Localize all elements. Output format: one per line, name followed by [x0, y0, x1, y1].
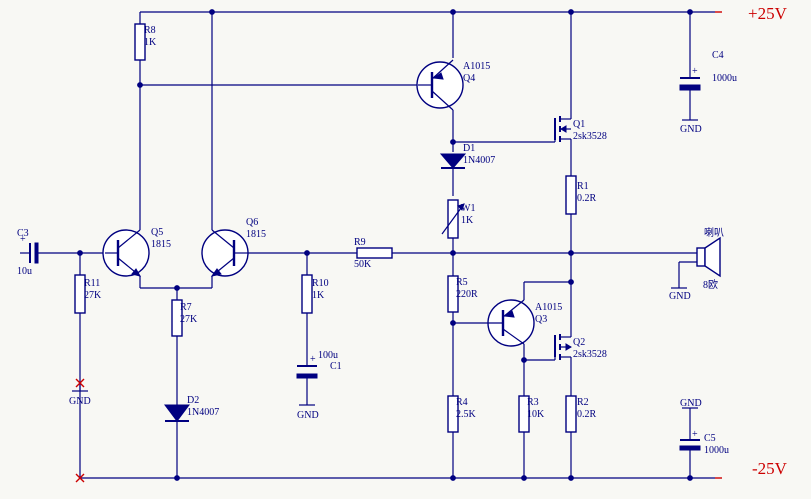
svg-text:A1015: A1015: [535, 302, 562, 313]
transistor-q4: A1015 Q4: [416, 59, 490, 111]
svg-text:W1: W1: [461, 203, 475, 214]
ground-symbol-bottom-x: [75, 473, 85, 483]
resistor-r10: R10 1K: [301, 274, 329, 314]
svg-text:50K: 50K: [354, 259, 372, 270]
svg-text:R5: R5: [456, 277, 468, 288]
svg-text:Q1: Q1: [573, 119, 585, 130]
svg-text:喇叭: 喇叭: [704, 227, 724, 239]
svg-text:GND: GND: [297, 410, 319, 421]
svg-text:220R: 220R: [456, 289, 478, 300]
ground-symbol-c1: GND: [297, 404, 319, 421]
transistor-q6: Q6 1815: [201, 217, 266, 277]
svg-text:+: +: [692, 66, 698, 77]
svg-text:R1: R1: [577, 181, 589, 192]
svg-text:2sk3528: 2sk3528: [573, 349, 607, 360]
svg-text:10K: 10K: [527, 409, 545, 420]
svg-text:+: +: [20, 234, 26, 245]
transistor-q5: Q5 1815: [102, 227, 171, 277]
svg-text:R3: R3: [527, 397, 539, 408]
negative-rail-label: -25V: [752, 459, 788, 478]
svg-text:2.5K: 2.5K: [456, 409, 477, 420]
speaker: 喇叭 8欧: [660, 227, 724, 291]
resistor-r5: R5 220R: [447, 275, 478, 313]
svg-text:0.2R: 0.2R: [577, 193, 597, 204]
svg-text:R10: R10: [312, 278, 329, 289]
resistor-r9: R9 50K: [354, 237, 393, 270]
svg-text:1N4007: 1N4007: [463, 155, 495, 166]
svg-text:1K: 1K: [312, 290, 325, 301]
capacitor-c5: + C5 1000u: [679, 429, 729, 456]
svg-text:2sk3528: 2sk3528: [573, 131, 607, 142]
mosfet-q1: Q1 2sk3528: [554, 113, 607, 145]
svg-text:C3: C3: [17, 228, 29, 239]
svg-text:R8: R8: [144, 25, 156, 36]
svg-text:Q3: Q3: [535, 314, 547, 325]
svg-text:27K: 27K: [180, 314, 198, 325]
junction-dots: [77, 9, 693, 481]
resistor-r11: R11 27K: [74, 274, 102, 314]
resistor-r2: R2 0.2R: [565, 395, 597, 433]
svg-text:1000u: 1000u: [704, 445, 729, 456]
svg-text:1K: 1K: [144, 37, 157, 48]
capacitor-c4: + C4 1000u: [679, 50, 737, 91]
ground-symbol-c4: GND: [680, 119, 702, 135]
resistor-r7: R7 27K: [171, 299, 198, 337]
diode-d1: D1 1N4007: [439, 143, 495, 169]
transistor-q3: A1015 Q3: [486, 282, 562, 347]
ground-symbol-input: GND: [69, 378, 91, 407]
svg-text:1815: 1815: [246, 229, 266, 240]
svg-text:R2: R2: [577, 397, 589, 408]
svg-text:1K: 1K: [461, 215, 474, 226]
wires: [20, 11, 722, 479]
svg-text:R11: R11: [84, 278, 100, 289]
svg-text:GND: GND: [680, 124, 702, 135]
capacitor-c3: + C3 10u: [17, 228, 39, 277]
svg-text:C1: C1: [330, 361, 342, 372]
svg-text:C5: C5: [704, 433, 716, 444]
svg-text:GND: GND: [669, 291, 691, 302]
svg-text:100u: 100u: [318, 350, 338, 361]
svg-text:1815: 1815: [151, 239, 171, 250]
resistor-r8: R8 1K: [134, 23, 157, 61]
ground-symbol-speaker: GND: [669, 287, 691, 302]
svg-text:Q6: Q6: [246, 217, 258, 228]
ground-symbol-c5: GND: [680, 398, 702, 409]
capacitor-c1: + 100u C1: [296, 350, 342, 379]
resistor-r4: R4 2.5K: [447, 395, 477, 433]
svg-text:1000u: 1000u: [712, 73, 737, 84]
svg-text:GND: GND: [69, 396, 91, 407]
svg-text:Q2: Q2: [573, 337, 585, 348]
svg-text:R9: R9: [354, 237, 366, 248]
svg-text:+: +: [310, 354, 316, 365]
svg-text:GND: GND: [680, 398, 702, 409]
svg-text:C4: C4: [712, 50, 724, 61]
diode-d2: D2 1N4007: [164, 395, 219, 422]
svg-text:D1: D1: [463, 143, 475, 154]
svg-text:Q4: Q4: [463, 73, 475, 84]
svg-text:8欧: 8欧: [703, 279, 718, 291]
svg-text:A1015: A1015: [463, 61, 490, 72]
potentiometer-w1: W1 1K: [441, 199, 475, 239]
svg-text:10u: 10u: [17, 266, 32, 277]
resistor-r1: R1 0.2R: [565, 175, 597, 215]
resistor-r3: R3 10K: [518, 395, 545, 433]
svg-text:0.2R: 0.2R: [577, 409, 597, 420]
positive-rail-label: +25V: [748, 4, 788, 23]
svg-text:R7: R7: [180, 302, 192, 313]
svg-text:1N4007: 1N4007: [187, 407, 219, 418]
mosfet-q2: Q2 2sk3528: [554, 334, 607, 368]
svg-text:D2: D2: [187, 395, 199, 406]
svg-text:27K: 27K: [84, 290, 102, 301]
svg-text:R4: R4: [456, 397, 468, 408]
svg-text:+: +: [692, 429, 698, 440]
svg-text:Q5: Q5: [151, 227, 163, 238]
